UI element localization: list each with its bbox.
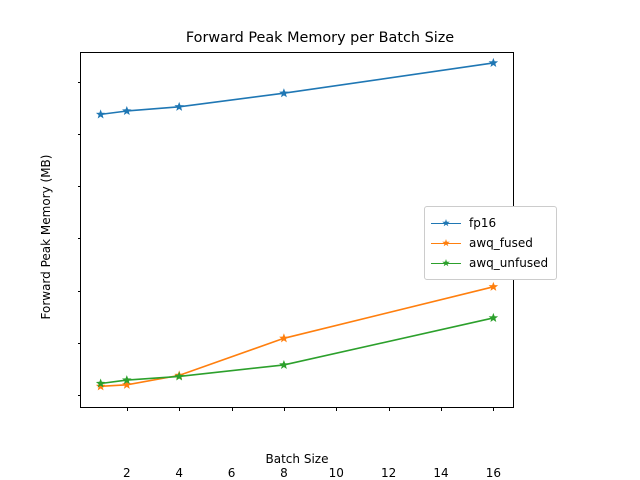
data-point-marker (95, 381, 106, 391)
series-awq_fused (95, 281, 499, 391)
series-lines (95, 57, 499, 391)
x-tick-mark (493, 407, 495, 411)
x-tick-mark (283, 407, 285, 411)
series-line (100, 317, 494, 385)
y-tick-mark (77, 238, 81, 240)
data-point-marker (488, 57, 499, 67)
y-tick-mark (77, 186, 81, 188)
legend-item-awq_fused[interactable]: awq_fused (431, 233, 548, 253)
plot-area: 600080001000012000140001600018000 246810… (77, 52, 514, 480)
legend-item-fp16[interactable]: fp16 (431, 213, 548, 233)
legend-label: awq_fused (469, 236, 533, 250)
series-line (100, 286, 494, 388)
legend-item-awq_unfused[interactable]: awq_unfused (431, 253, 548, 273)
x-tick-mark (441, 407, 442, 411)
data-point-marker (122, 106, 132, 116)
x-axis-label: Batch Size (265, 452, 329, 466)
y-tick-mark (77, 395, 81, 397)
series-fp16 (95, 57, 499, 119)
legend-swatch-icon (431, 237, 461, 249)
data-point-marker (488, 281, 499, 291)
chart-title: Forward Peak Memory per Batch Size (185, 30, 455, 46)
x-tick-label: 6 (227, 466, 236, 480)
chart-legend: fp16 awq_fused awq_unfused (424, 206, 558, 280)
legend-label: fp16 (469, 216, 497, 230)
series-line (100, 62, 494, 116)
x-tick-label: 2 (122, 466, 131, 480)
data-point-marker (122, 375, 132, 385)
data-point-marker (279, 333, 289, 343)
series-awq_unfused (95, 312, 499, 388)
x-tick-mark (179, 407, 181, 411)
x-tick-label: 16 (485, 466, 501, 480)
y-tick-mark (77, 133, 81, 135)
x-tick-label: 12 (380, 466, 397, 480)
y-tick-mark (77, 290, 81, 292)
data-point-marker (122, 379, 132, 389)
x-tick-mark (231, 407, 233, 411)
legend-swatch-icon (431, 217, 461, 229)
legend-swatch-icon (431, 257, 461, 269)
y-tick-mark (77, 342, 81, 344)
legend-label: awq_unfused (469, 256, 549, 270)
data-point-marker (95, 378, 106, 388)
data-point-marker (279, 359, 289, 369)
y-axis-label: Forward Peak Memory (MB) (39, 154, 53, 320)
x-tick-mark (336, 407, 338, 411)
y-tick-mark (77, 81, 81, 83)
x-tick-mark (388, 407, 390, 411)
data-point-marker (95, 109, 106, 119)
x-tick-mark (126, 407, 128, 411)
data-point-marker (488, 312, 499, 322)
x-tick-label: 8 (280, 466, 288, 480)
data-point-marker (279, 88, 289, 98)
data-point-marker (174, 371, 184, 381)
x-tick-label: 4 (175, 466, 183, 480)
x-tick-label: 14 (433, 466, 449, 480)
data-point-marker (174, 101, 184, 111)
x-tick-label: 10 (328, 466, 344, 480)
